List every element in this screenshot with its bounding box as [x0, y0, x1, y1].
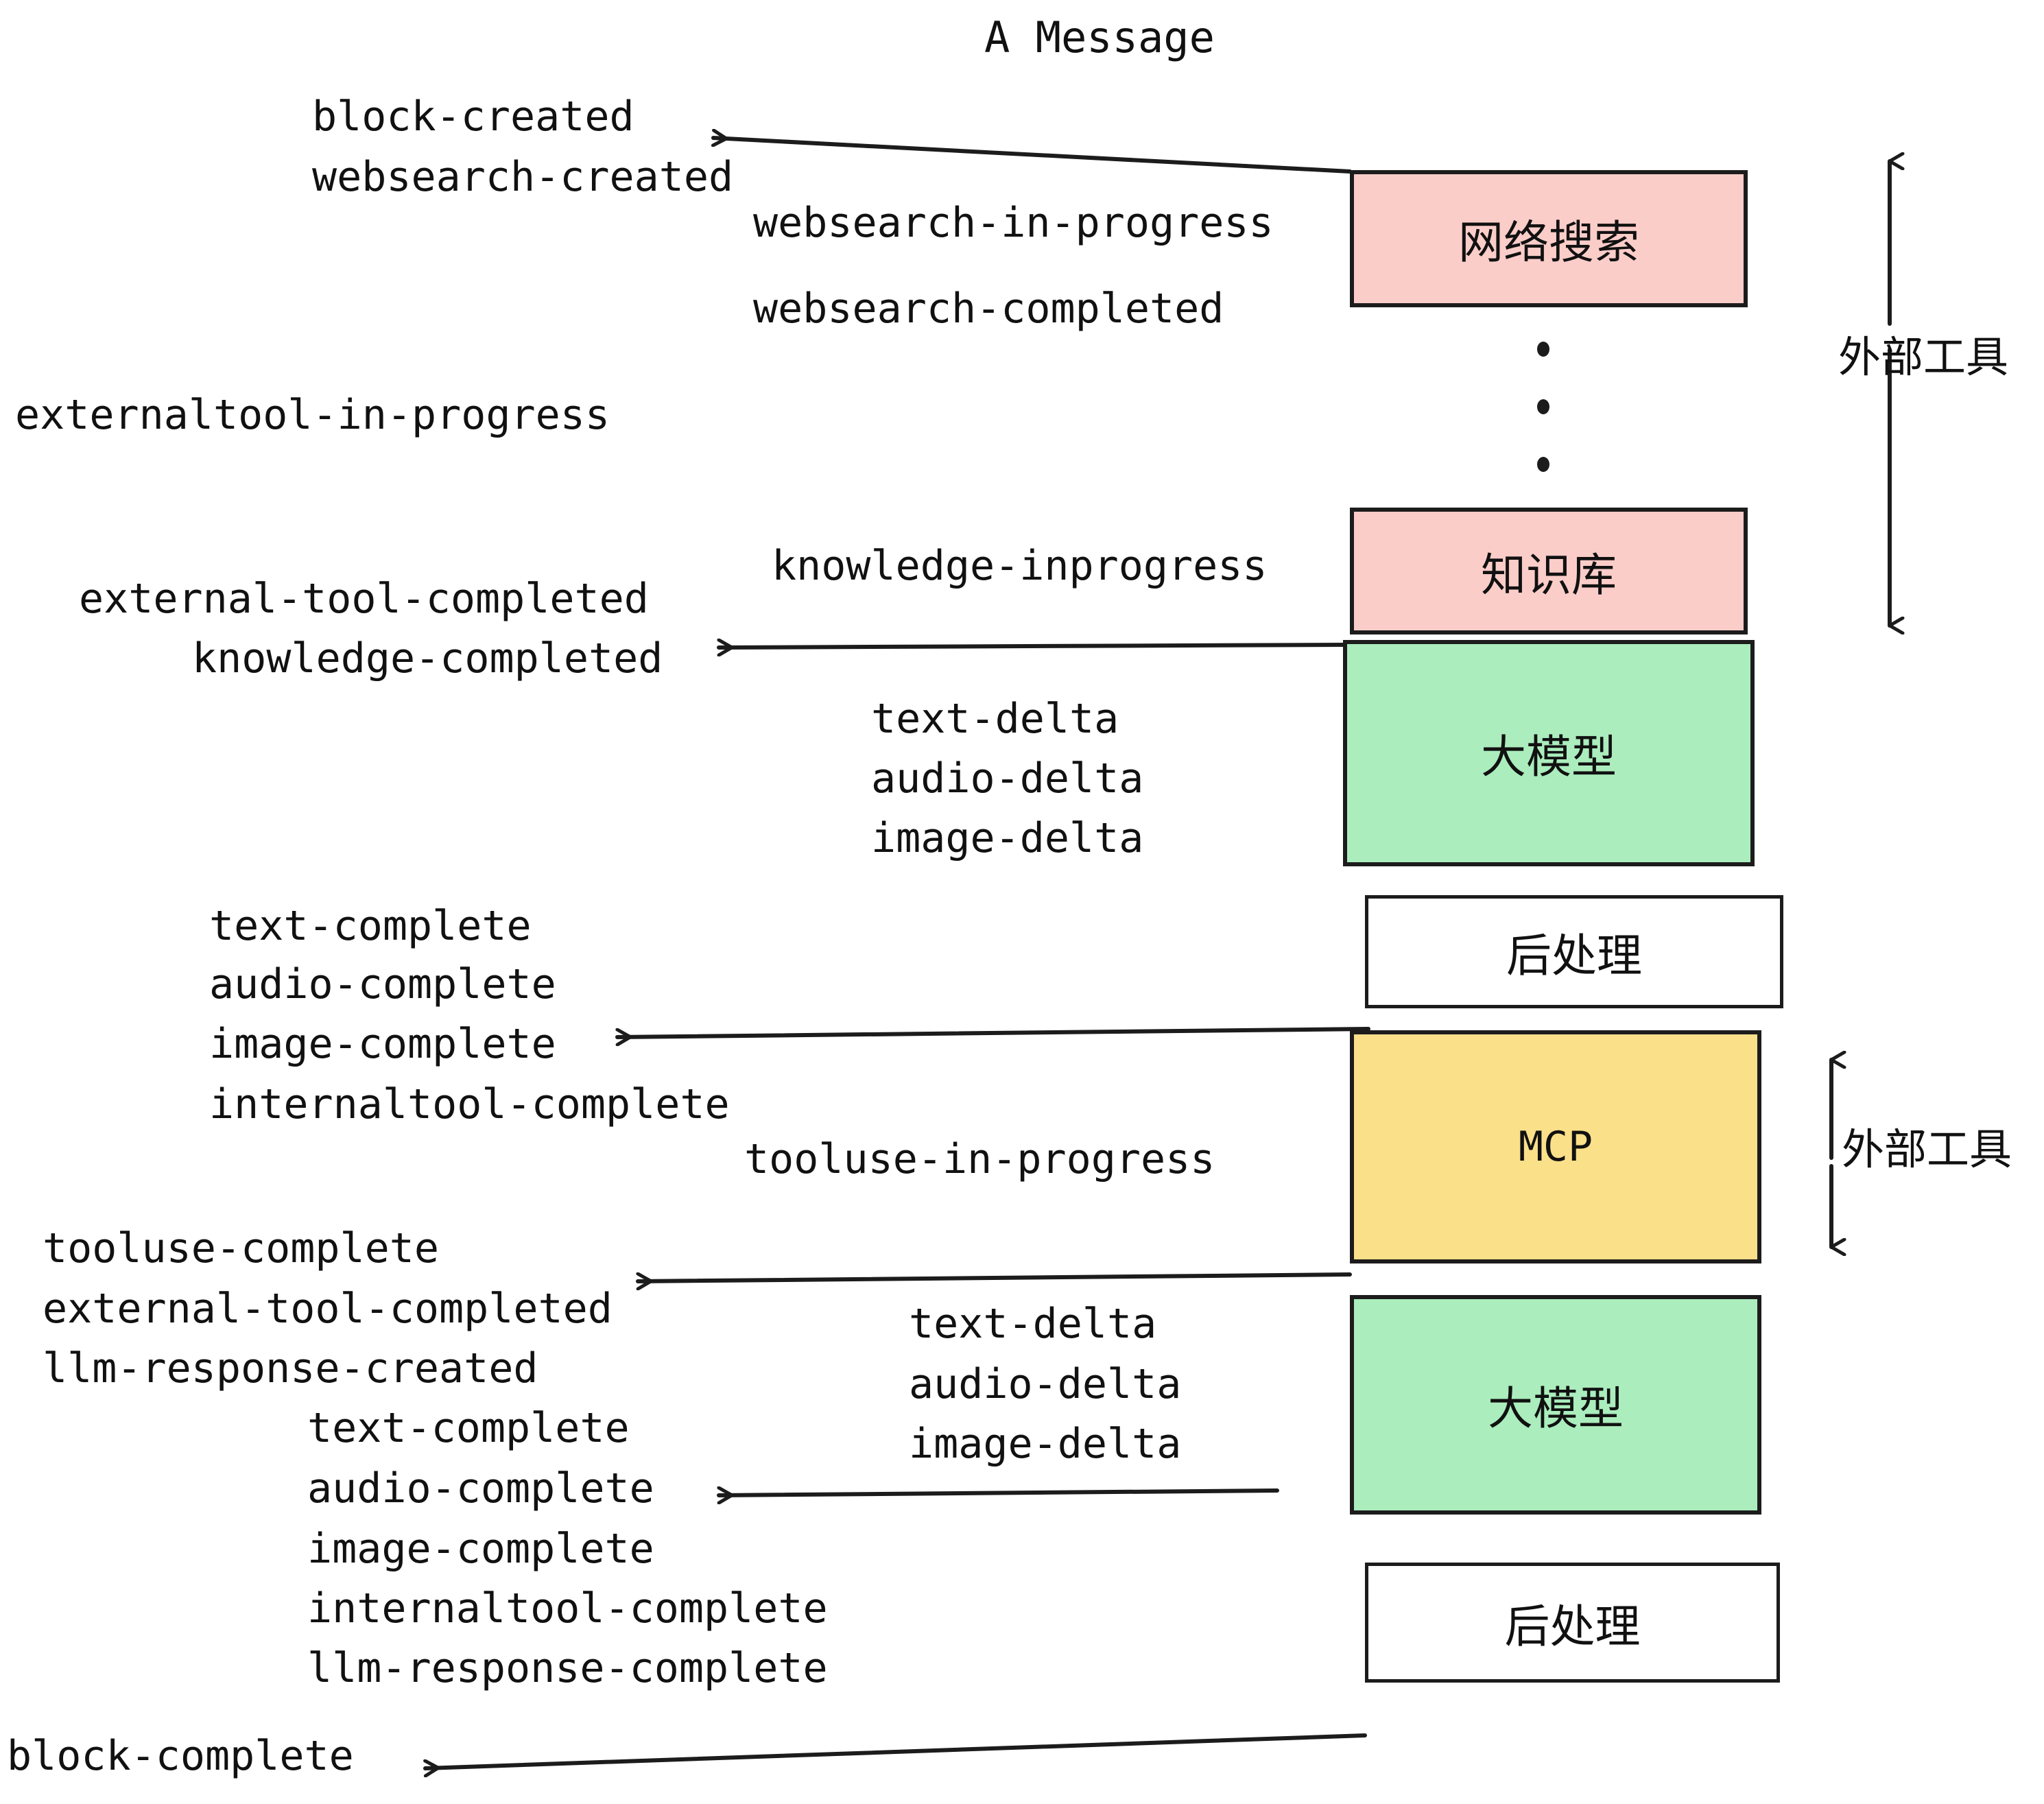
event-knowledge-completed: knowledge-completed [192, 634, 663, 683]
event-external-tool-completed-2: external-tool-completed [43, 1285, 613, 1333]
event-knowledge-inprogress: knowledge-inprogress [772, 542, 1268, 590]
event-text-delta-2: text-delta [909, 1300, 1157, 1348]
event-image-complete-1: image-complete [209, 1020, 556, 1068]
label-external-tools-top: 外部工具 [1838, 332, 2009, 382]
event-audio-delta-2: audio-delta [909, 1360, 1182, 1408]
event-audio-complete-2: audio-complete [307, 1464, 654, 1512]
event-internaltool-complete-1: internaltool-complete [209, 1080, 730, 1128]
label-external-tools-bottom: 外部工具 [1842, 1124, 2012, 1174]
node-post-process-bot[interactable]: 后处理 [1365, 1563, 1780, 1683]
event-block-complete: block-complete [7, 1732, 354, 1780]
event-block-created: block-created [312, 93, 634, 141]
event-image-delta-1: image-delta [871, 814, 1144, 862]
event-audio-complete-1: audio-complete [209, 960, 556, 1008]
event-llm-response-created: llm-response-created [43, 1344, 538, 1392]
arrow-mcp-to-tooluse-complete [636, 1274, 1352, 1281]
node-post-process-top[interactable]: 后处理 [1365, 895, 1783, 1008]
arrow-knowledge-to-completed [717, 645, 1346, 648]
event-internaltool-complete-2: internaltool-complete [307, 1585, 828, 1633]
arrow-websearch-to-block-created [713, 138, 1352, 174]
event-text-complete-2: text-complete [307, 1404, 630, 1452]
event-external-tool-completed-1: external-tool-completed [79, 575, 649, 623]
event-websearch-created: websearch-created [312, 153, 734, 201]
arrow-postprocess-to-block-complete [423, 1733, 1367, 1768]
event-tooluse-in-progress: tooluse-in-progress [744, 1135, 1215, 1183]
event-text-complete-1: text-complete [209, 902, 532, 950]
event-audio-delta-1: audio-delta [871, 755, 1144, 803]
event-image-complete-2: image-complete [307, 1525, 654, 1573]
event-externaltool-in-progress: externaltool-in-progress [15, 391, 610, 439]
vertical-ellipsis [1536, 342, 1550, 472]
node-mcp[interactable]: MCP [1350, 1030, 1761, 1263]
event-tooluse-complete: tooluse-complete [43, 1224, 439, 1272]
node-llm-bottom[interactable]: 大模型 [1350, 1295, 1761, 1515]
event-websearch-completed: websearch-completed [753, 285, 1224, 333]
event-text-delta-1: text-delta [871, 695, 1119, 743]
event-llm-response-complete: llm-response-complete [307, 1644, 828, 1692]
node-web-search[interactable]: 网络搜索 [1350, 170, 1748, 307]
node-knowledge-base[interactable]: 知识库 [1350, 508, 1748, 634]
diagram-title: A Message [984, 12, 1215, 62]
event-websearch-in-progress: websearch-in-progress [753, 199, 1274, 247]
arrow-postprocess-to-image-complete [615, 1027, 1370, 1037]
event-image-delta-2: image-delta [909, 1420, 1182, 1468]
arrow-llm-to-audio-complete [717, 1491, 1279, 1495]
node-llm-top[interactable]: 大模型 [1343, 640, 1755, 866]
